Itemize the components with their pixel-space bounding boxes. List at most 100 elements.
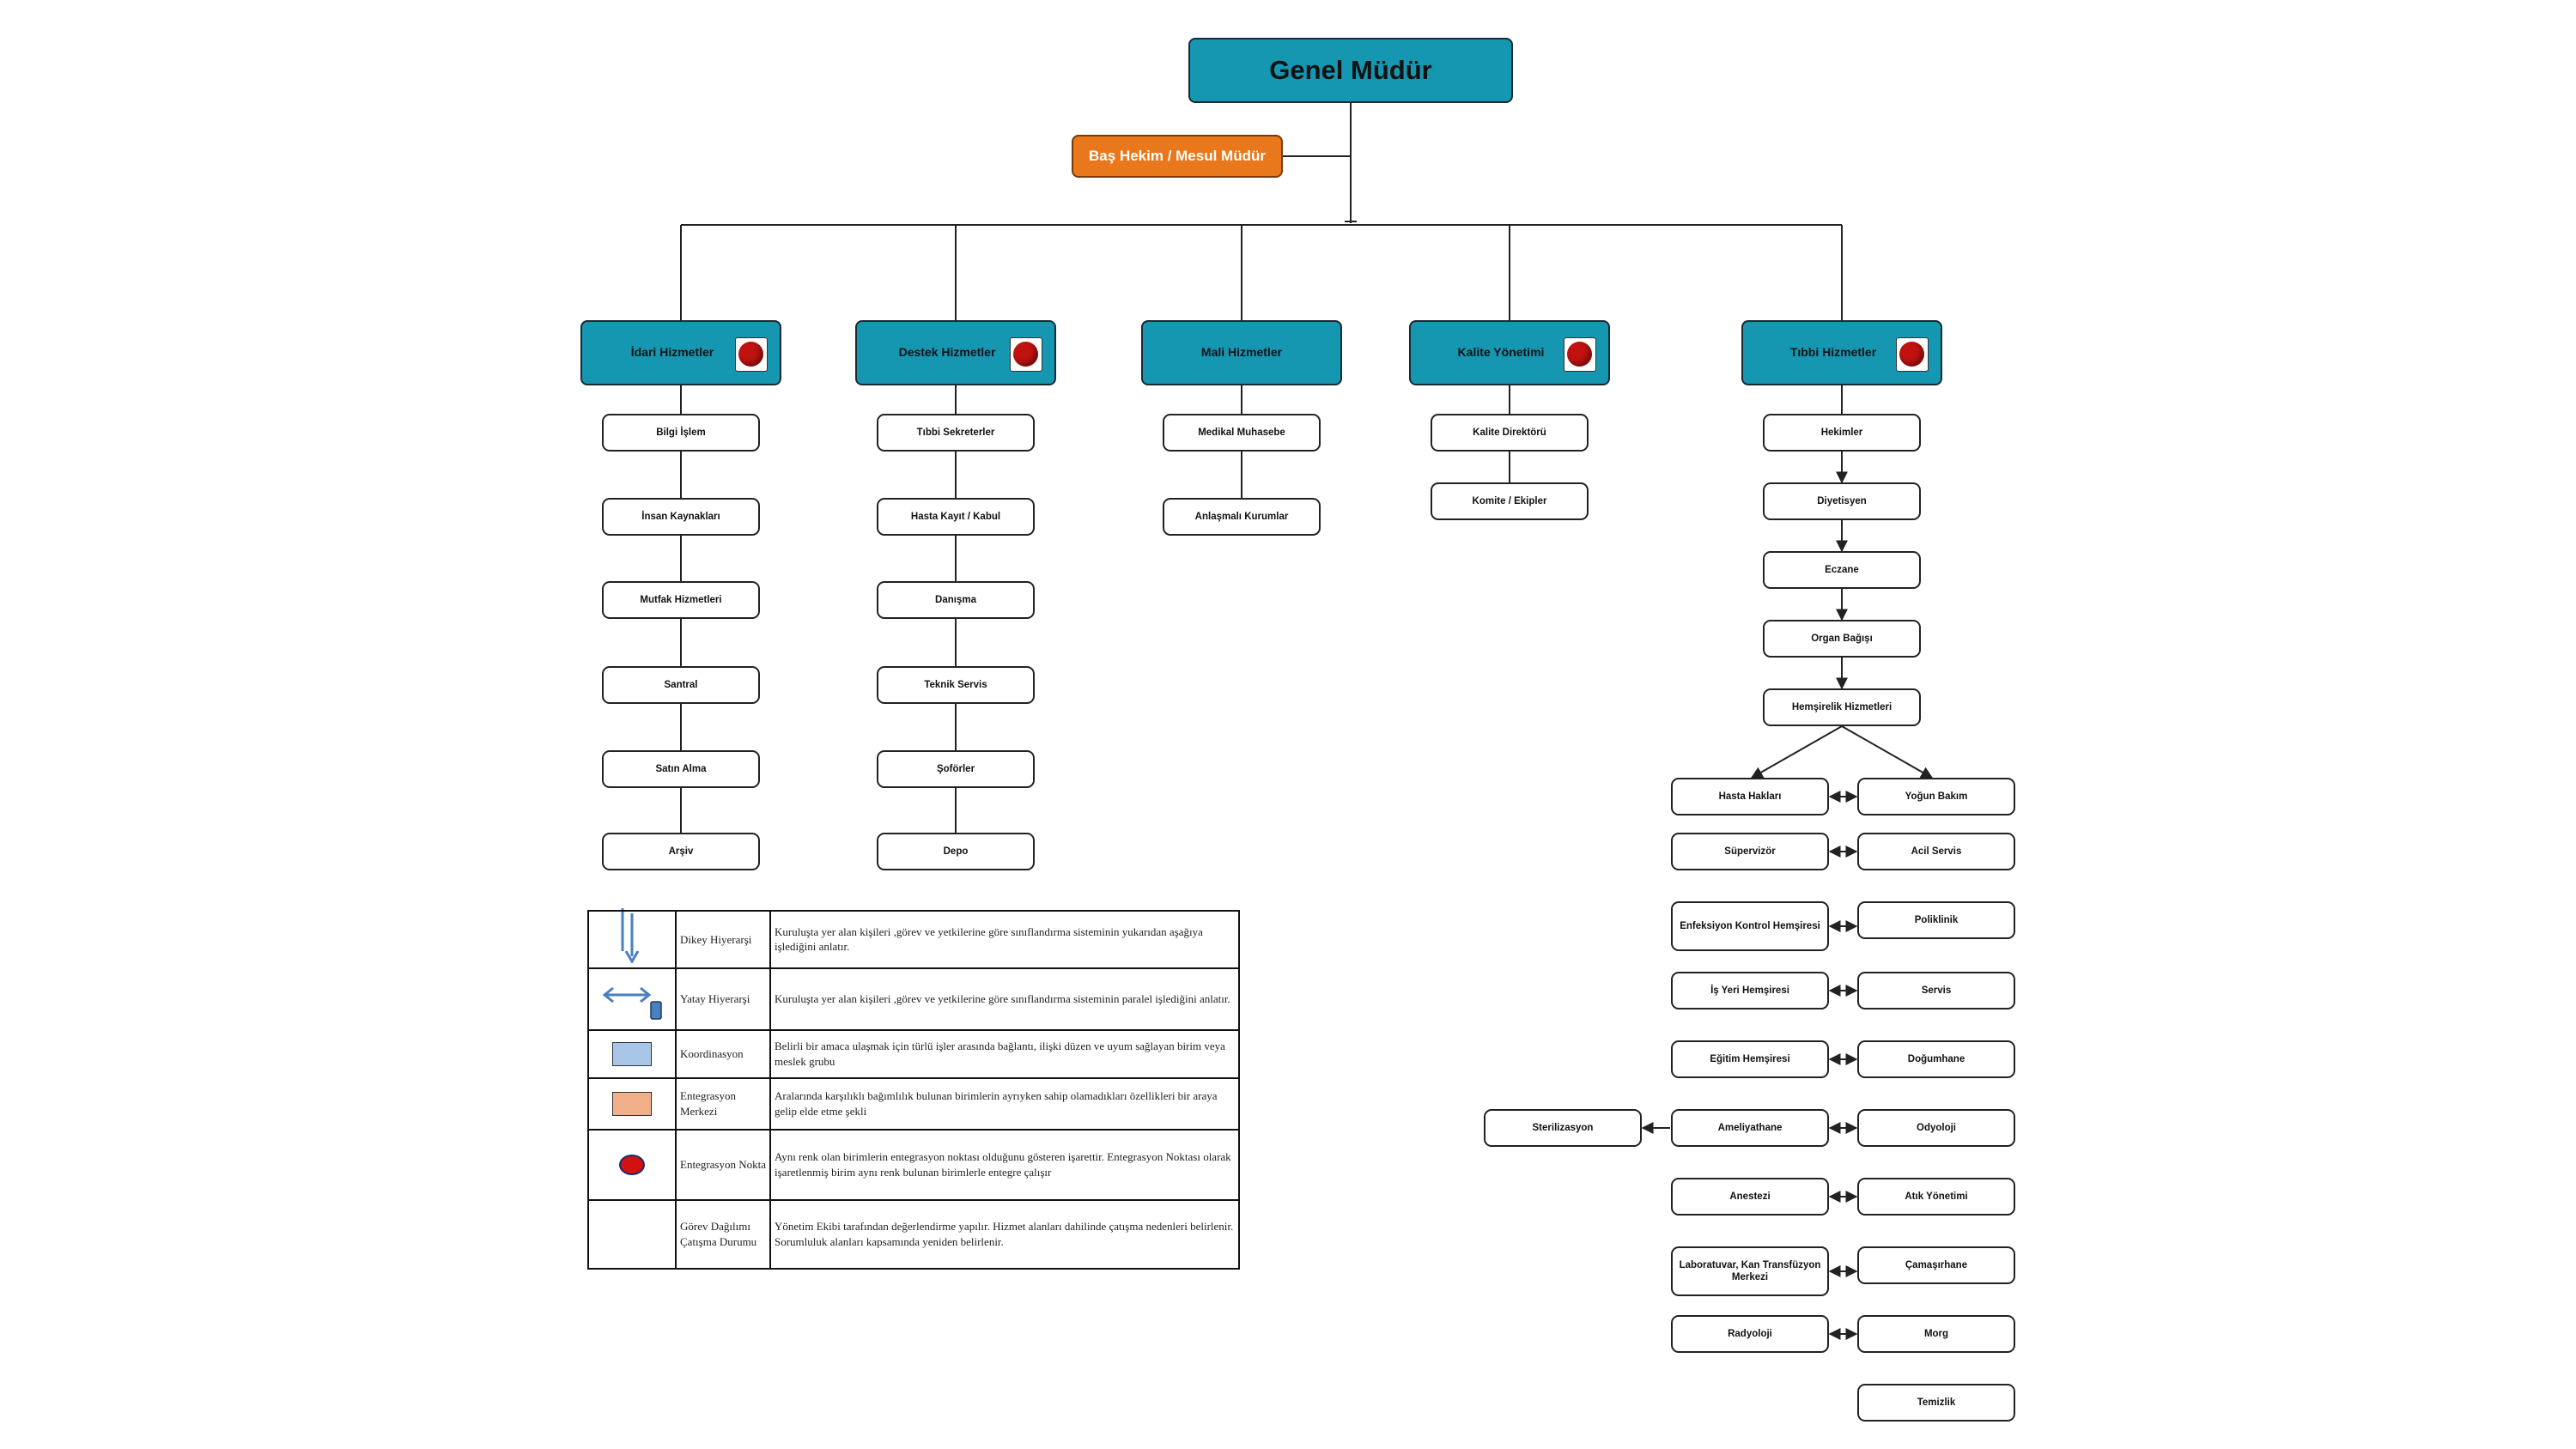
unit-label: Radyoloji (1728, 1328, 1772, 1339)
nursing-unit-box: Eğitim Hemşiresi (1671, 1040, 1829, 1078)
unit-label: Danışma (935, 594, 976, 605)
legend-name: Yatay Hiyerarşi (675, 967, 771, 1031)
nursing-unit-box: Temizlik (1857, 1384, 2015, 1422)
unit-label: Servis (1921, 985, 1952, 996)
unit-label: Hemşirelik Hizmetleri (1791, 701, 1893, 712)
legend-desc: Kuruluşta yer alan kişileri ,görev ve ye… (769, 967, 1240, 1031)
unit-box: Eczane (1763, 551, 1921, 589)
legend-name: Görev Dağılımı Çatışma Durumu (675, 1198, 771, 1270)
unit-label: Sterilizasyon (1532, 1122, 1594, 1133)
nursing-unit-box: Ameliyathane (1671, 1109, 1829, 1147)
nursing-unit-box: Süpervizör (1671, 833, 1829, 870)
general-manager-box: Genel Müdür (1188, 38, 1513, 103)
legend-name: Entegrasyon Merkezi (675, 1076, 771, 1131)
legend-desc: Yönetim Ekibi tarafından değerlendirme y… (769, 1198, 1240, 1270)
legend-desc: Aynı renk olan birimlerin entegrasyon no… (769, 1128, 1240, 1201)
unit-label: Hekimler (1820, 427, 1863, 438)
legend-symbol-cell (587, 1198, 677, 1270)
unit-label: Laboratuvar, Kan Transfüzyon Merkezi (1679, 1259, 1821, 1282)
nursing-unit-box: Servis (1857, 972, 2015, 1009)
unit-label: Santral (664, 679, 698, 690)
dept-label: Mali Hizmetler (1200, 345, 1283, 360)
unit-label: Doğumhane (1907, 1053, 1965, 1064)
unit-label: Poliklinik (1914, 914, 1959, 925)
chief-physician-label: Baş Hekim / Mesul Müdür (1089, 148, 1266, 165)
unit-box: Organ Bağışı (1763, 620, 1921, 658)
unit-box: Bilgi İşlem (602, 414, 760, 452)
unit-box: Medikal Muhasebe (1163, 414, 1321, 452)
unit-box: İnsan Kaynakları (602, 498, 760, 536)
unit-label: İnsan Kaynakları (641, 511, 720, 522)
unit-label: Eczane (1825, 564, 1859, 575)
nursing-unit-box: Acil Servis (1857, 833, 2015, 870)
dept-label: Destek Hizmetler (898, 345, 996, 360)
unit-label: Medikal Muhasebe (1198, 427, 1285, 438)
legend-symbol-cell (587, 910, 677, 969)
unit-label: Odyoloji (1917, 1122, 1956, 1133)
unit-label: Acil Servis (1911, 846, 1962, 857)
nursing-unit-box: İş Yeri Hemşiresi (1671, 972, 1829, 1009)
nursing-unit-box: Enfeksiyon Kontrol Hemşiresi (1671, 901, 1829, 951)
unit-box: Arşiv (602, 833, 760, 870)
nursing-unit-box: Radyoloji (1671, 1315, 1829, 1353)
dept-label: Tıbbi Hizmetler (1789, 345, 1877, 360)
legend-row: Entegrasyon Merkezi Aralarında karşılıkl… (587, 1076, 1240, 1131)
legend-name: Koordinasyon (675, 1028, 771, 1079)
legend-name: Dikey Hiyerarşi (675, 910, 771, 969)
legend-row: Yatay Hiyerarşi Kuruluşta yer alan kişil… (587, 967, 1240, 1031)
integration-point-icon (735, 337, 768, 372)
unit-box: Teknik Servis (877, 666, 1035, 704)
unit-box: Diyetisyen (1763, 482, 1921, 520)
unit-label: Morg (1923, 1328, 1949, 1339)
unit-box: Kalite Direktörü (1431, 414, 1589, 452)
legend-desc: Kuruluşta yer alan kişileri ,görev ve ye… (769, 910, 1240, 969)
legend-row: Dikey Hiyerarşi Kuruluşta yer alan kişil… (587, 910, 1240, 969)
unit-box: Tıbbi Sekreterler (877, 414, 1035, 452)
unit-box: Depo (877, 833, 1035, 870)
dept-medical: Tıbbi Hizmetler (1741, 320, 1942, 385)
unit-label: Depo (943, 846, 969, 857)
unit-label: Satın Alma (655, 763, 707, 774)
red-dot-icon (619, 1154, 645, 1175)
legend-symbol-cell (587, 1128, 677, 1201)
unit-label: Enfeksiyon Kontrol Hemşiresi (1680, 920, 1820, 931)
legend-desc: Aralarında karşılıklı bağımlılık bulunan… (769, 1076, 1240, 1131)
unit-label: Komite / Ekipler (1472, 495, 1547, 506)
nursing-unit-box: Morg (1857, 1315, 2015, 1353)
unit-box: Hasta Kayıt / Kabul (877, 498, 1035, 536)
unit-label: Ameliyathane (1717, 1122, 1783, 1133)
dept-quality: Kalite Yönetimi (1409, 320, 1610, 385)
unit-box: Mutfak Hizmetleri (602, 581, 760, 619)
unit-label: Anestezi (1729, 1191, 1771, 1202)
dept-label: İdari Hizmetler (630, 345, 714, 360)
dept-finance: Mali Hizmetler (1141, 320, 1342, 385)
unit-label: Temizlik (1917, 1397, 1956, 1408)
unit-label: Yoğun Bakım (1905, 791, 1968, 802)
legend-symbol-cell (587, 1076, 677, 1131)
unit-label: Bilgi İşlem (656, 427, 706, 438)
nursing-unit-box: Odyoloji (1857, 1109, 2015, 1147)
unit-label: Diyetisyen (1817, 495, 1867, 506)
chief-physician-box: Baş Hekim / Mesul Müdür (1072, 135, 1283, 178)
legend-symbol-cell (587, 1028, 677, 1079)
legend-desc: Belirli bir amaca ulaşmak için türlü işl… (769, 1028, 1240, 1079)
unit-label: Hasta Hakları (1718, 791, 1782, 802)
nursing-unit-box: Laboratuvar, Kan Transfüzyon Merkezi (1671, 1246, 1829, 1296)
unit-box: Danışma (877, 581, 1035, 619)
legend-row: Entegrasyon Nokta Aynı renk olan birimle… (587, 1128, 1240, 1201)
unit-label: Teknik Servis (924, 679, 987, 690)
double-arrow-icon (602, 987, 662, 1021)
integration-point-icon (1010, 337, 1042, 372)
unit-label: Hasta Kayıt / Kabul (910, 511, 1001, 522)
unit-box: Satın Alma (602, 750, 760, 788)
unit-box: Komite / Ekipler (1431, 482, 1589, 520)
dept-administrative: İdari Hizmetler (580, 320, 781, 385)
integration-point-icon (1564, 337, 1596, 372)
unit-label: Organ Bağışı (1811, 633, 1873, 644)
unit-label: Çamaşırhane (1905, 1259, 1968, 1270)
nursing-unit-box: Atık Yönetimi (1857, 1178, 2015, 1216)
down-arrow-icon (624, 913, 640, 964)
legend-row: Koordinasyon Belirli bir amaca ulaşmak i… (587, 1028, 1240, 1079)
unit-box: Santral (602, 666, 760, 704)
